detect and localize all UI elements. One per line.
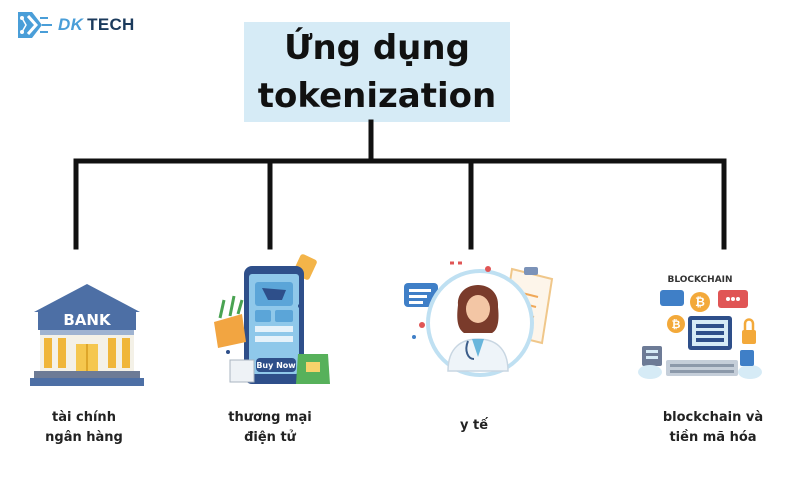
- branch-label-blockchain: blockchain và tiền mã hóa: [662, 410, 764, 445]
- blockchain-heading-text: BLOCKCHAIN: [667, 275, 732, 285]
- branch-label-ecommerce: thương mại điện tử: [228, 410, 312, 445]
- branch-label-finance: tài chính ngân hàng: [45, 410, 123, 445]
- diagram-title: Ứng dụng tokenization: [257, 28, 497, 116]
- dk-tech-logo-icon: [18, 12, 52, 38]
- bank-icon: BANK: [28, 282, 146, 388]
- doctor-icon: [392, 255, 562, 383]
- brand-name-tech: TECH: [87, 15, 135, 34]
- branch-label-healthcare: y tế: [459, 418, 489, 433]
- brand-name-dk: DK: [58, 15, 84, 34]
- blockchain-icon: BLOCKCHAIN ₿ ₿: [636, 272, 764, 384]
- svg-text:₿: ₿: [695, 295, 705, 309]
- buy-now-text: Buy Now: [256, 361, 296, 370]
- title-box: Ứng dụng tokenization: [244, 22, 510, 122]
- svg-text:₿: ₿: [672, 318, 681, 331]
- ecommerce-phone-icon: Buy Now: [208, 252, 336, 386]
- bank-sign-text: BANK: [63, 311, 112, 329]
